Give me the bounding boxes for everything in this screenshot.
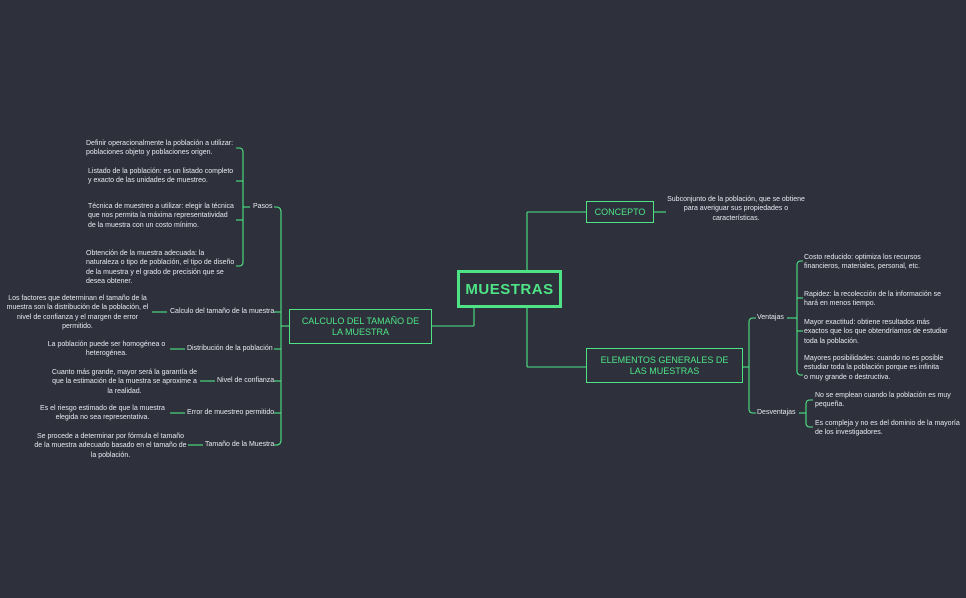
concepto-title: CONCEPTO <box>594 206 646 217</box>
ventaja-item: Mayor exactitud: obtiene resultados más … <box>804 319 948 345</box>
ventajas-label[interactable]: Ventajas <box>757 314 784 321</box>
desventaja-item: Es compleja y no es del dominio de la ma… <box>815 420 960 437</box>
root-node[interactable]: MUESTRAS <box>457 270 562 308</box>
branch-label-tamano[interactable]: Tamaño de la Muestra <box>205 441 275 448</box>
desventaja-item: No se emplean cuando la población es muy… <box>815 392 951 409</box>
desventajas-label[interactable]: Desventajas <box>757 409 796 416</box>
branch-label-confianza[interactable]: Nivel de confianza <box>217 377 275 384</box>
branch-text-error: Es el riesgo estimado de que la muestra … <box>40 405 165 422</box>
concepto-text: Subconjunto de la población, que se obti… <box>667 196 805 222</box>
paso-item: Obtención de la muestra adecuada: la nat… <box>86 250 235 285</box>
elementos-node[interactable]: ELEMENTOS GENERALES DE LAS MUESTRAS <box>586 348 743 383</box>
paso-item: Técnica de muestreo a utilizar: elegir l… <box>88 203 234 229</box>
branch-label-calculo[interactable]: Calculo del tamaño de la muestra <box>170 308 275 315</box>
calculo-node[interactable]: CALCULO DEL TAMAÑO DE LA MUESTRA <box>289 309 432 344</box>
concepto-node[interactable]: CONCEPTO <box>586 201 654 223</box>
ventaja-item: Mayores posibilidades: cuando no es posi… <box>804 355 944 381</box>
branch-text-confianza: Cuanto más grande, mayor será la garantí… <box>51 369 198 395</box>
paso-item: Definir operacionalmente la población a … <box>86 140 234 157</box>
branch-text-distribucion: La población puede ser homogénea o heter… <box>47 341 166 358</box>
ventaja-item: Rapidez: la recolección de la informació… <box>804 291 941 308</box>
ventaja-item: Costo reducido: optimiza los recursos fi… <box>804 254 921 271</box>
elementos-title: ELEMENTOS GENERALES DE LAS MUESTRAS <box>600 354 729 376</box>
pasos-label[interactable]: Pasos <box>253 203 273 210</box>
paso-item: Listado de la población: es un listado c… <box>88 168 234 185</box>
branch-label-distribucion[interactable]: Distribución de la población <box>187 345 273 352</box>
calculo-title: CALCULO DEL TAMAÑO DE LA MUESTRA <box>301 315 420 337</box>
root-title: MUESTRAS <box>465 280 554 298</box>
branch-label-error[interactable]: Error de muestreo permitido <box>187 409 275 416</box>
branch-text-calculo: Los factores que determinan el tamaño de… <box>6 295 149 330</box>
branch-text-tamano: Se procede a determinar por fórmula el t… <box>34 433 187 459</box>
